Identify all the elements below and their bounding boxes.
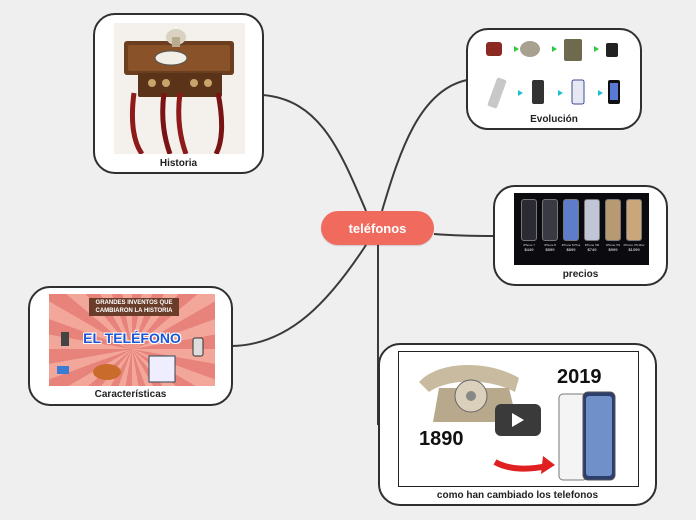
- node-evolucion[interactable]: Evolución: [466, 28, 642, 130]
- phone-price: $999: [608, 247, 618, 252]
- phone-name: iPhone XS Max: [623, 243, 645, 247]
- phone-icon: [626, 199, 642, 241]
- phone-price: $1099: [628, 247, 640, 252]
- caracteristicas-illustrations: [57, 332, 204, 383]
- node-cambio-label: como han cambiado los telefonos: [436, 490, 599, 501]
- price-phone: iPhone 8$599: [541, 199, 559, 261]
- phone-name: iPhone XR: [584, 243, 600, 247]
- phone-name: iPhone 7: [523, 243, 535, 247]
- phone-icon: [542, 199, 558, 241]
- phone-icon: [521, 199, 537, 241]
- phone-name: iPhone XS: [605, 243, 621, 247]
- caracteristicas-image: GRANDES INVENTOS QUE CAMBIARON LA HISTOR…: [49, 294, 215, 386]
- node-historia-label: Historia: [159, 158, 198, 169]
- phone-name: iPhone 8 Plus: [561, 243, 581, 247]
- node-precios-label: precios: [562, 269, 599, 280]
- link-historia: [262, 94, 367, 212]
- year-2019: 2019: [557, 366, 602, 388]
- phone-price: $599: [545, 247, 555, 252]
- phone-icon: [584, 199, 600, 241]
- central-topic[interactable]: teléfonos: [321, 211, 434, 245]
- central-topic-label: teléfonos: [348, 220, 407, 236]
- phone-price: $749: [587, 247, 597, 252]
- phone-evolution-icon: [486, 39, 620, 109]
- phone-price: $449: [524, 247, 534, 252]
- antique-telephone-icon: [124, 29, 234, 154]
- price-phone: iPhone 7$449: [520, 199, 538, 261]
- caracteristicas-banner: GRANDES INVENTOS QUE CAMBIARON LA HISTOR…: [89, 298, 179, 316]
- link-caracteristicas: [231, 244, 367, 347]
- node-cambio[interactable]: 1890 2019 como han cambiado los telefono…: [378, 343, 657, 506]
- node-evolucion-label: Evolución: [530, 114, 578, 125]
- price-phone: iPhone XS Max$1099: [623, 199, 645, 261]
- evolucion-image: [482, 36, 628, 114]
- link-evolucion: [381, 79, 468, 212]
- video-play-button[interactable]: [495, 404, 541, 436]
- historia-image: [114, 23, 245, 154]
- node-historia[interactable]: Historia: [93, 13, 264, 174]
- year-1890: 1890: [419, 428, 464, 450]
- caracteristicas-title: EL TELÉFONO: [83, 330, 181, 346]
- price-phone: iPhone 8 Plus$699: [562, 199, 580, 261]
- phone-icon: [605, 199, 621, 241]
- phone-icon: [563, 199, 579, 241]
- phone-name: iPhone 8: [544, 243, 556, 247]
- play-icon: [512, 413, 524, 427]
- price-phone: iPhone XS$999: [604, 199, 622, 261]
- node-caracteristicas-label: Características: [94, 389, 167, 400]
- link-precios: [433, 233, 495, 237]
- node-caracteristicas[interactable]: GRANDES INVENTOS QUE CAMBIARON LA HISTOR…: [28, 286, 233, 406]
- phone-price: $699: [566, 247, 576, 252]
- price-phone: iPhone XR$749: [583, 199, 601, 261]
- cambio-image: 1890 2019: [398, 351, 639, 487]
